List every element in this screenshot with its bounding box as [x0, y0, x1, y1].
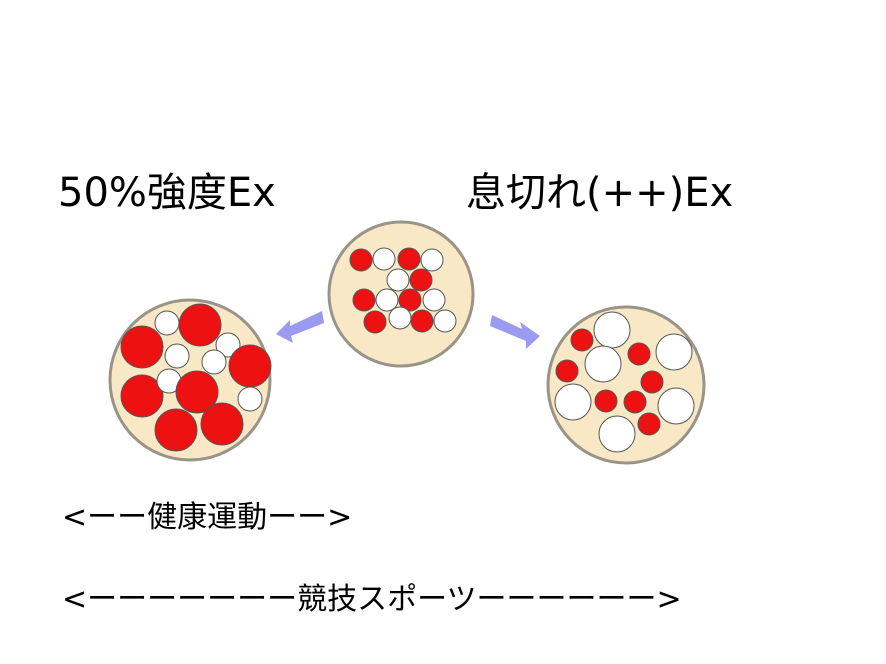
red-fiber — [627, 342, 651, 366]
red-fiber — [178, 303, 222, 347]
red-fiber — [200, 402, 244, 446]
white-fiber — [422, 288, 446, 312]
right-arrow-icon — [490, 315, 540, 349]
red-fiber — [410, 309, 434, 333]
white-fiber — [215, 332, 241, 358]
white-fiber — [154, 310, 180, 336]
left-title: 50%強度Ex — [58, 170, 276, 216]
white-fiber — [584, 345, 622, 383]
red-fiber — [349, 248, 373, 272]
white-fiber — [388, 306, 412, 330]
red-fiber — [363, 310, 387, 334]
white-fiber — [164, 343, 190, 369]
red-fiber — [409, 268, 433, 292]
right-title: 息切れ(++)Ex — [466, 170, 734, 216]
red-fiber — [397, 247, 421, 271]
white-fiber — [420, 248, 444, 272]
red-fiber — [570, 328, 594, 352]
competitive-sports-range: <ーーーーーーー競技スポーツーーーーーー> — [62, 582, 682, 617]
white-fiber — [375, 288, 399, 312]
white-fiber — [237, 386, 263, 412]
red-fiber — [228, 344, 272, 388]
white-fiber — [593, 311, 631, 349]
red-fiber — [120, 325, 164, 369]
red-fiber — [594, 389, 618, 413]
red-fiber — [623, 390, 647, 414]
center-circle-group — [327, 220, 475, 368]
red-fiber — [640, 370, 664, 394]
red-fiber — [175, 370, 219, 414]
white-fiber — [598, 415, 636, 453]
white-fiber — [201, 349, 227, 375]
white-fiber — [433, 309, 457, 333]
white-fiber — [554, 383, 592, 421]
right-circle-group — [546, 305, 706, 465]
left-circle-group — [108, 298, 272, 462]
white-fiber — [657, 387, 695, 425]
health-exercise-range: <ーー健康運動ーー> — [62, 500, 353, 535]
red-fiber — [120, 374, 164, 418]
red-fiber — [154, 408, 198, 452]
white-fiber — [386, 268, 410, 292]
white-fiber — [655, 333, 693, 371]
red-fiber — [398, 288, 422, 312]
red-fiber — [637, 412, 661, 436]
red-fiber — [352, 288, 376, 312]
left-arrow-icon — [276, 311, 324, 343]
red-fiber — [555, 359, 579, 383]
white-fiber — [372, 247, 396, 271]
